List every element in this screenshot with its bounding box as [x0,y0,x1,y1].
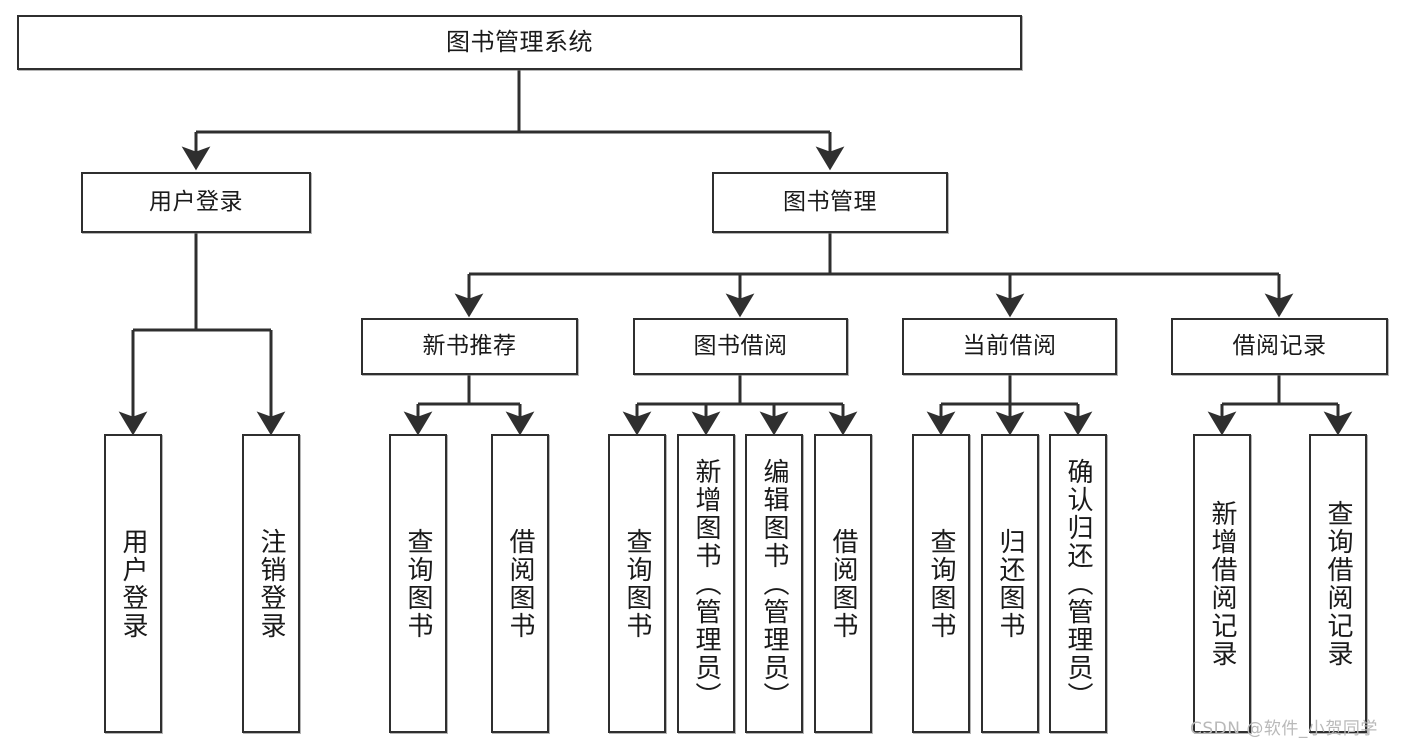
node-borrow-record[interactable]: 借阅记录 [1171,318,1388,375]
node-leaf-query-book-3[interactable]: 查询图书 [912,434,970,733]
node-leaf-borrow-book-2[interactable]: 借阅图书 [814,434,872,733]
node-leaf-return-book-label: 归还图书 [995,527,1025,640]
node-leaf-query-record[interactable]: 查询借阅记录 [1309,434,1367,733]
node-leaf-edit-book-label: 编辑图书（管理员） [759,457,789,710]
node-leaf-confirm-return-label: 确认归还（管理员） [1063,457,1093,710]
node-new-book-recommend-label: 新书推荐 [422,333,517,360]
node-book-borrow[interactable]: 图书借阅 [633,318,848,375]
node-leaf-query-book-1[interactable]: 查询图书 [389,434,447,733]
node-new-book-recommend[interactable]: 新书推荐 [361,318,578,375]
node-leaf-borrow-book-2-label: 借阅图书 [828,527,858,640]
node-leaf-add-book-label: 新增图书（管理员） [691,457,721,710]
node-book-borrow-label: 图书借阅 [693,333,788,360]
node-leaf-query-book-2[interactable]: 查询图书 [608,434,666,733]
node-book-management[interactable]: 图书管理 [712,172,948,233]
node-leaf-edit-book[interactable]: 编辑图书（管理员） [745,434,803,733]
node-leaf-confirm-return[interactable]: 确认归还（管理员） [1049,434,1107,733]
node-current-borrow-label: 当前借阅 [962,333,1057,360]
node-root[interactable]: 图书管理系统 [17,15,1022,70]
node-leaf-query-book-3-label: 查询图书 [926,527,956,640]
node-leaf-add-book[interactable]: 新增图书（管理员） [677,434,735,733]
node-leaf-user-login[interactable]: 用户登录 [104,434,162,733]
node-user-login-label: 用户登录 [149,189,243,216]
node-root-label: 图书管理系统 [446,27,593,56]
node-borrow-record-label: 借阅记录 [1232,333,1327,360]
node-leaf-add-record[interactable]: 新增借阅记录 [1193,434,1251,733]
node-leaf-borrow-book-1-label: 借阅图书 [505,527,535,640]
node-leaf-query-record-label: 查询借阅记录 [1323,499,1353,668]
node-leaf-logout[interactable]: 注销登录 [242,434,300,733]
node-book-management-label: 图书管理 [783,189,877,216]
node-leaf-user-login-label: 用户登录 [118,527,148,640]
node-leaf-query-book-1-label: 查询图书 [403,527,433,640]
node-leaf-query-book-2-label: 查询图书 [622,527,652,640]
node-leaf-logout-label: 注销登录 [256,527,286,640]
node-user-login[interactable]: 用户登录 [81,172,311,233]
node-leaf-borrow-book-1[interactable]: 借阅图书 [491,434,549,733]
node-leaf-add-record-label: 新增借阅记录 [1207,499,1237,668]
node-current-borrow[interactable]: 当前借阅 [902,318,1117,375]
node-leaf-return-book[interactable]: 归还图书 [981,434,1039,733]
csdn-watermark: CSDN @软件_小贺同学 [1190,719,1378,739]
